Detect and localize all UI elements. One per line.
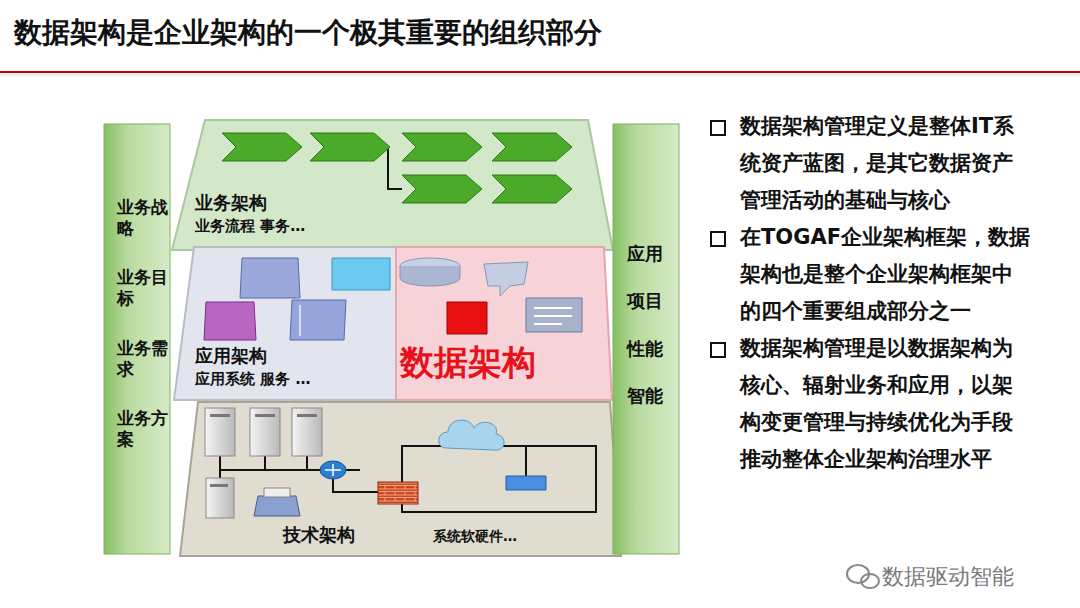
architecture-layer: 技术架构 系统软硬件… xyxy=(178,400,623,558)
architecture-layer: 业务架构业务流程 事务… xyxy=(170,118,615,253)
slide-title: 数据架构是企业架构的一个极其重要的组织部分 xyxy=(14,14,602,52)
layer-sublabel: 系统软硬件… xyxy=(433,528,583,546)
layer-label: 技术架构 xyxy=(283,524,403,547)
bullet-item: 数据架构管理是以数据架构为核心、辐射业务和应用，以架构变更管理与持续优化为手段推… xyxy=(708,330,1038,478)
architecture-layer: 数据架构 xyxy=(396,245,614,402)
bullet-list: 数据架构管理定义是整体IT系统资产蓝图，是其它数据资产管理活动的基础与核心在TO… xyxy=(708,108,1038,478)
bullet-square xyxy=(710,231,726,247)
side-band: 业务战略业务目标业务需求业务方案 xyxy=(103,123,171,555)
layer-label: 业务架构 xyxy=(195,192,355,215)
bullet-text: 数据架构管理是以数据架构为核心、辐射业务和应用，以架构变更管理与持续优化为手段推… xyxy=(740,330,1032,478)
layer-label: 应用 xyxy=(627,243,671,266)
layer-label: 业务战略 xyxy=(117,197,171,240)
architecture-layer-outline xyxy=(178,400,623,558)
watermark: 数据驱动智能 xyxy=(882,562,1014,592)
bullet-item: 数据架构管理定义是整体IT系统资产蓝图，是其它数据资产管理活动的基础与核心 xyxy=(708,108,1038,219)
layer-sublabel: 业务目标 xyxy=(117,267,171,310)
architecture-layer: 应用架构应用系统 服务 … xyxy=(172,245,396,402)
bullet-text: 数据架构管理定义是整体IT系统资产蓝图，是其它数据资产管理活动的基础与核心 xyxy=(740,108,1032,219)
layer-label: 数据架构 xyxy=(400,341,605,384)
layer-sublabel: 业务方案 xyxy=(117,408,171,451)
bullet-square xyxy=(710,342,726,358)
layer-sublabel: 性能 xyxy=(627,338,671,361)
layer-sublabel: 智能 xyxy=(627,385,671,408)
side-band: 应用项目性能智能 xyxy=(612,123,680,555)
bullet-item: 在TOGAF企业架构框架，数据架构也是整个企业架构框架中的四个重要组成部分之一 xyxy=(708,219,1038,330)
bullet-square xyxy=(710,120,726,136)
layer-sublabel: 应用系统 服务 … xyxy=(195,370,385,389)
bullet-text: 在TOGAF企业架构框架，数据架构也是整个企业架构框架中的四个重要组成部分之一 xyxy=(740,219,1032,330)
layer-sublabel: 业务流程 事务… xyxy=(195,217,375,236)
layer-sublabel: 项目 xyxy=(627,290,671,313)
layer-label: 应用架构 xyxy=(195,345,355,368)
watermark-logo xyxy=(847,565,879,588)
layer-sublabel: 业务需求 xyxy=(117,338,171,381)
